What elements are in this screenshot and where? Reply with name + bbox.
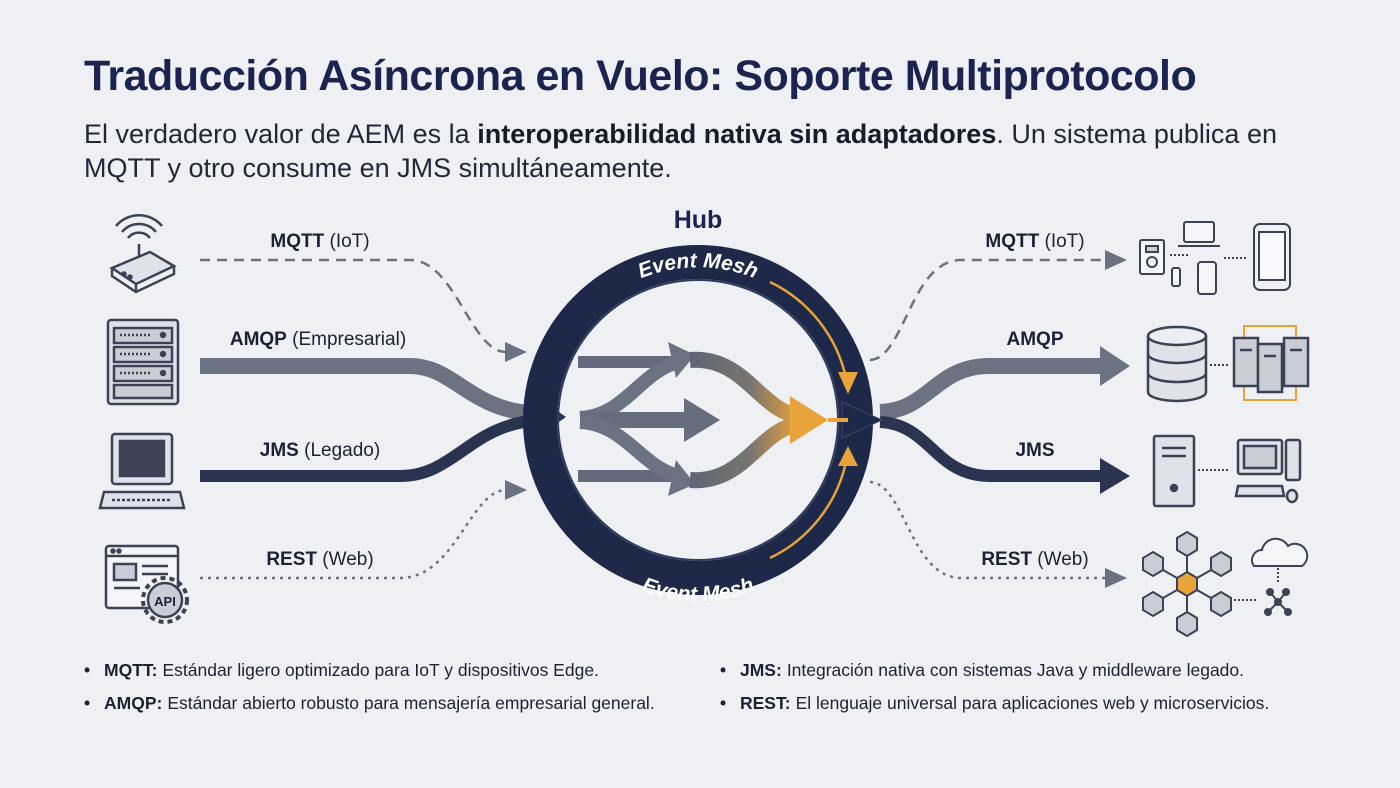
converge-top xyxy=(689,351,802,424)
desktop-tower-icon xyxy=(1152,434,1302,508)
note-mqtt: • MQTT:Estándar ligero optimizado para Io… xyxy=(84,660,655,693)
input-label-mqtt-detail: (IoT) xyxy=(324,231,369,252)
legacy-computer-icon xyxy=(98,432,186,510)
note-text: El lenguaje universal para aplicaciones … xyxy=(795,693,1270,713)
notes-left-column: • MQTT:Estándar ligero optimizado para Io… xyxy=(84,660,655,726)
rest-input-line xyxy=(200,488,506,580)
input-label-amqp: AMQP (Empresarial) xyxy=(230,329,406,350)
note-key: REST: xyxy=(740,693,791,713)
microservices-cloud-icon xyxy=(1142,530,1309,638)
note-jms: • JMS:Integración nativa con sistemas Jav… xyxy=(720,660,1269,693)
rest-output-arrow xyxy=(1105,568,1127,588)
wifi-router-icon xyxy=(109,214,177,294)
ring-arc-bottom xyxy=(769,461,848,560)
bullet-icon: • xyxy=(84,693,91,713)
note-key: MQTT: xyxy=(104,660,158,680)
converge-bottom xyxy=(689,416,802,489)
iot-devices-icon xyxy=(1139,221,1291,295)
input-label-rest-key: REST xyxy=(266,549,317,570)
inner-stream-top xyxy=(578,356,678,368)
mqtt-output-arrow xyxy=(1105,250,1127,270)
inner-fan-top-head xyxy=(668,342,695,378)
amqp-output-flow xyxy=(879,358,1102,420)
ring-arc-bottom-head xyxy=(838,446,858,466)
subtitle-highlight: interoperabilidad nativa sin adaptadores xyxy=(477,119,997,149)
input-label-mqtt-key: MQTT xyxy=(270,231,324,252)
input-label-jms-detail: (Legado) xyxy=(299,440,380,461)
output-label-rest-key: REST xyxy=(981,549,1032,570)
server-rack-icon xyxy=(106,318,180,406)
ring-arc-top-head xyxy=(838,372,858,394)
inner-fan-top xyxy=(579,355,681,425)
jms-output-arrow xyxy=(1100,458,1130,494)
output-label-mqtt-key: MQTT xyxy=(985,231,1039,252)
input-label-rest: REST (Web) xyxy=(266,549,373,570)
input-label-jms: JMS (Legado) xyxy=(260,440,380,461)
note-amqp: • AMQP:Estándar abierto robusto para mens… xyxy=(84,693,655,726)
inner-fan-bottom-head xyxy=(668,460,695,496)
input-label-amqp-key: AMQP xyxy=(230,329,287,350)
jms-input-flow xyxy=(200,414,541,482)
amqp-output-arrow xyxy=(1100,346,1130,386)
bullet-icon: • xyxy=(720,693,727,713)
output-label-rest: REST (Web) xyxy=(981,549,1088,570)
web-api-icon xyxy=(104,544,189,624)
bullet-icon: • xyxy=(720,660,727,680)
input-label-amqp-detail: (Empresarial) xyxy=(287,329,406,350)
output-label-mqtt-detail: (IoT) xyxy=(1039,231,1084,252)
page-subtitle: El verdadero valor de AEM es la interope… xyxy=(84,117,1324,185)
subtitle-text-end: . Un sistema publica en MQTT y otro cons… xyxy=(84,119,1277,183)
note-key: JMS: xyxy=(740,660,782,680)
bullet-icon: • xyxy=(84,660,91,680)
output-label-rest-detail: (Web) xyxy=(1032,549,1089,570)
input-label-rest-detail: (Web) xyxy=(317,549,374,570)
mqtt-input-line xyxy=(200,258,506,354)
output-label-jms: JMS xyxy=(1015,440,1054,461)
rest-input-arrow xyxy=(505,480,527,500)
note-text: Integración nativa con sistemas Java y m… xyxy=(786,660,1244,680)
subtitle-text: El verdadero valor de AEM es la xyxy=(84,119,478,149)
notes-right-column: • JMS:Integración nativa con sistemas Jav… xyxy=(720,660,1269,726)
inner-stream-bottom xyxy=(578,470,678,482)
output-label-mqtt: MQTT (IoT) xyxy=(985,231,1084,252)
inner-fan-bottom xyxy=(579,415,681,483)
mqtt-input-arrow xyxy=(505,342,527,362)
amqp-input-flow xyxy=(200,358,541,422)
output-label-amqp: AMQP xyxy=(1007,329,1064,350)
output-label-jms-key: JMS xyxy=(1015,440,1054,461)
ring-arc-top xyxy=(769,280,848,379)
page-title: Traducción Asíncrona en Vuelo: Soporte M… xyxy=(84,52,1197,100)
input-label-jms-key: JMS xyxy=(260,440,299,461)
input-label-mqtt: MQTT (IoT) xyxy=(270,231,369,252)
converge-arrow xyxy=(790,396,828,444)
api-badge: API xyxy=(154,594,176,609)
database-servers-icon xyxy=(1146,325,1310,403)
note-key: AMQP: xyxy=(104,693,163,713)
output-label-amqp-key: AMQP xyxy=(1007,329,1064,350)
rest-output-line xyxy=(869,480,1105,580)
mqtt-output-line xyxy=(869,258,1105,362)
note-text: Estándar ligero optimizado para IoT y di… xyxy=(162,660,599,680)
hub-label: Hub xyxy=(674,206,723,234)
note-rest: • REST:El lenguaje universal para aplicac… xyxy=(720,693,1269,726)
jms-output-flow xyxy=(879,416,1102,482)
inner-fan-mid-head xyxy=(684,398,720,442)
note-text: Estándar abierto robusto para mensajería… xyxy=(167,693,655,713)
